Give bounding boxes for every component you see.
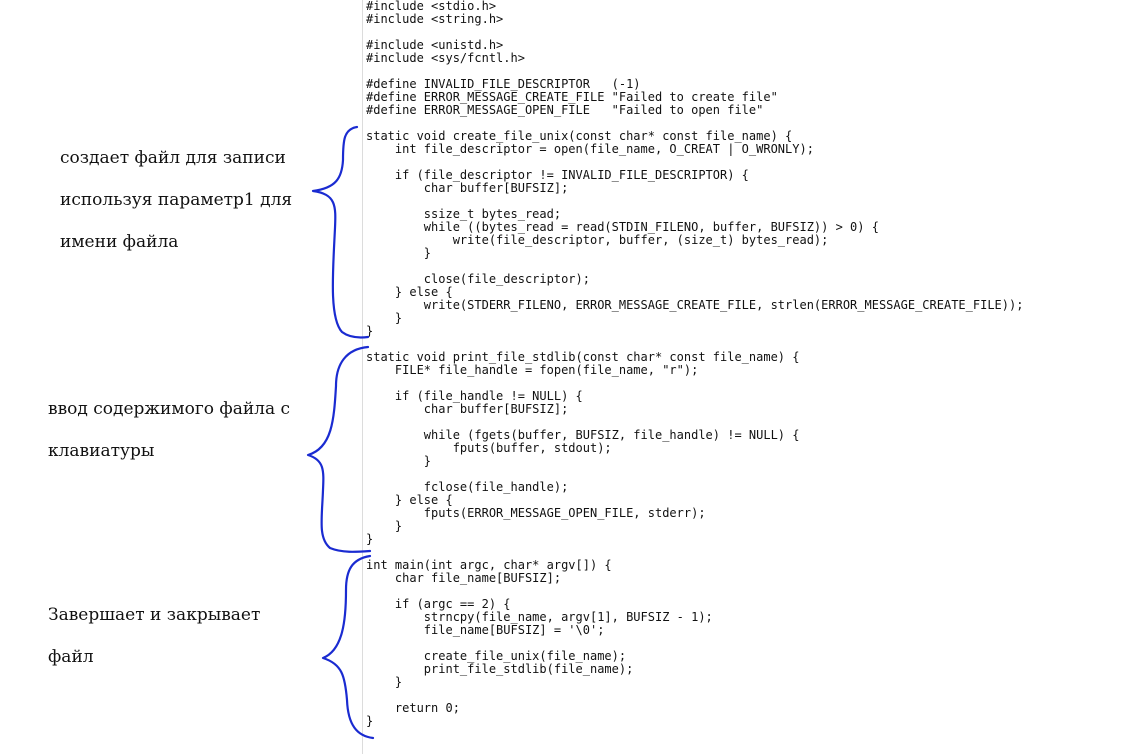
brace-create-file [311,125,370,339]
code-line: #include <sys/fcntl.h> [366,51,525,65]
code-line: } [366,532,374,546]
code-line: } [366,324,374,338]
code-line: } [366,519,403,533]
code-line: write(file_descriptor, buffer, (size_t) … [366,233,829,247]
code-line: int file_descriptor = open(file_name, O_… [366,142,814,156]
annotation-main: Завершает и закрывает файл [48,594,260,678]
annotation-line: файл [48,647,94,667]
code-line: char buffer[BUFSIZ]; [366,402,569,416]
code-line: fputs(ERROR_MESSAGE_OPEN_FILE, stderr); [366,506,706,520]
code-line: static void create_file_unix(const char*… [366,129,793,143]
code-line: if (file_descriptor != INVALID_FILE_DESC… [366,168,749,182]
code-line: #include <unistd.h> [366,38,504,52]
annotation-create-file: создает файл для записи используя параме… [60,137,292,263]
code-line: } [366,454,432,468]
code-line: #define ERROR_MESSAGE_CREATE_FILE "Faile… [366,90,778,104]
annotation-line: создает файл для записи [60,148,286,168]
code-line [366,689,1023,702]
code-line: if (argc == 2) { [366,597,511,611]
annotation-line: имени файла [60,232,179,252]
code-line: close(file_descriptor); [366,272,590,286]
code-line: #define ERROR_MESSAGE_OPEN_FILE "Failed … [366,103,764,117]
brace-print-file [306,345,372,553]
code-line: char buffer[BUFSIZ]; [366,181,569,195]
code-line: if (file_handle != NULL) { [366,389,583,403]
annotation-line: ввод содержимого файла с [48,399,291,419]
code-line: } else { [366,285,453,299]
code-line: while (fgets(buffer, BUFSIZ, file_handle… [366,428,800,442]
annotation-line: Завершает и закрывает [48,605,261,625]
code-line: print_file_stdlib(file_name); [366,662,634,676]
code-line: } [366,714,374,728]
code-line: while ((bytes_read = read(STDIN_FILENO, … [366,220,879,234]
code-line: #define INVALID_FILE_DESCRIPTOR (-1) [366,77,641,91]
editor-gutter-line [362,0,363,754]
code-line: #include <stdio.h> [366,0,497,13]
annotation-line: используя параметр1 для [60,190,293,210]
code-line: #include <string.h> [366,12,504,26]
annotation-print-file: ввод содержимого файла с клавиатуры [48,388,290,472]
code-line: static void print_file_stdlib(const char… [366,350,800,364]
code-line: FILE* file_handle = fopen(file_name, "r"… [366,363,699,377]
code-line: return 0; [366,701,460,715]
code-line: ssize_t bytes_read; [366,207,562,221]
code-line: fputs(buffer, stdout); [366,441,612,455]
code-line: } [366,311,403,325]
code-listing: #include <stdio.h>#include <string.h> #in… [366,0,1023,728]
annotation-line: клавиатуры [48,441,155,461]
code-line: } [366,246,432,260]
code-line: char file_name[BUFSIZ]; [366,571,562,585]
code-line: } else { [366,493,453,507]
code-line: create_file_unix(file_name); [366,649,627,663]
code-line: } [366,675,403,689]
code-line: int main(int argc, char* argv[]) { [366,558,612,572]
code-line: strncpy(file_name, argv[1], BUFSIZ - 1); [366,610,713,624]
code-line: write(STDERR_FILENO, ERROR_MESSAGE_CREAT… [366,298,1024,312]
code-line: file_name[BUFSIZ] = '\0'; [366,623,605,637]
code-line: fclose(file_handle); [366,480,569,494]
